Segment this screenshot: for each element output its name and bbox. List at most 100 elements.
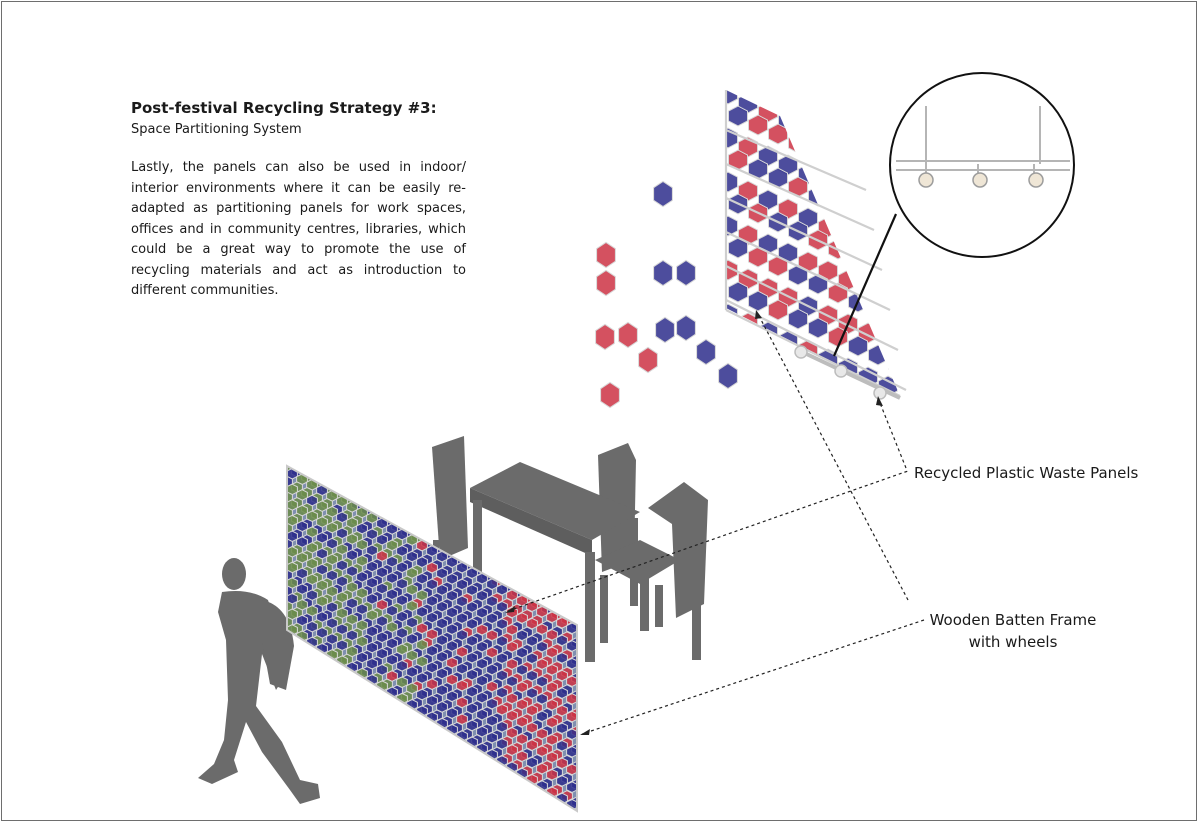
panel-hex bbox=[287, 585, 293, 597]
upper-panel-hex bbox=[726, 259, 738, 281]
upper-panel-hex bbox=[768, 387, 788, 396]
panel-hex bbox=[287, 616, 293, 629]
panel-hex bbox=[556, 687, 568, 699]
panel-hex bbox=[576, 734, 577, 746]
label-recycled-panels: Recycled Plastic Waste Panels bbox=[914, 464, 1139, 482]
panel-hex bbox=[516, 681, 528, 693]
frame-batten bbox=[725, 265, 899, 351]
panel-hex bbox=[576, 681, 577, 693]
panel-hex bbox=[287, 475, 293, 488]
upper-panel-hex bbox=[818, 128, 838, 150]
upper-panel-hex bbox=[748, 334, 768, 356]
upper-panel-hex bbox=[849, 424, 868, 444]
panel-hex bbox=[516, 664, 528, 676]
panel-hex bbox=[287, 553, 293, 566]
loose-hex-pieces bbox=[595, 180, 738, 409]
upper-panel-hex bbox=[768, 343, 788, 365]
upper-panel-hex bbox=[858, 146, 878, 168]
loose-hex bbox=[596, 269, 616, 297]
panel-hex bbox=[287, 466, 293, 472]
leader-arrowheads bbox=[505, 310, 883, 735]
upper-panel-hex bbox=[748, 378, 768, 396]
frame-batten bbox=[725, 309, 901, 397]
panel-hex bbox=[536, 727, 548, 740]
upper-panel-hex bbox=[726, 215, 738, 237]
label-batten-frame-line2: with wheels bbox=[968, 633, 1058, 651]
upper-panel-hex bbox=[858, 190, 878, 212]
panel-hex bbox=[576, 716, 577, 729]
upper-panel-hex bbox=[788, 308, 808, 330]
panel-hex bbox=[526, 756, 538, 769]
upper-panel-hex bbox=[798, 119, 818, 141]
loose-hex bbox=[653, 180, 673, 208]
upper-panel-hex bbox=[818, 392, 838, 396]
panel-hex bbox=[566, 728, 577, 741]
panel-hex bbox=[287, 491, 293, 504]
panel-hex bbox=[546, 628, 558, 641]
panel-hex bbox=[556, 775, 568, 787]
panel-hex bbox=[287, 569, 293, 582]
panel-hex bbox=[526, 635, 538, 647]
upper-panel-hex bbox=[848, 159, 868, 181]
panel-hex bbox=[576, 698, 577, 711]
panel-hex bbox=[287, 538, 293, 550]
loose-hex bbox=[600, 381, 620, 409]
label-batten-frame: Wooden Batten Frame with wheels bbox=[924, 609, 1102, 653]
upper-panel-hex bbox=[838, 225, 858, 247]
upper-panel-hex bbox=[728, 325, 748, 347]
panel-hex bbox=[566, 657, 577, 670]
detail-magnifier bbox=[832, 72, 1075, 357]
upper-panel-hex bbox=[828, 150, 848, 172]
frame-batten bbox=[725, 231, 891, 311]
panel-hex bbox=[546, 663, 558, 676]
upper-panel-hex bbox=[726, 90, 738, 105]
panel-hex bbox=[556, 739, 568, 752]
panel-hex bbox=[526, 617, 538, 630]
upper-panel-hex bbox=[889, 442, 908, 462]
panel-hex bbox=[536, 623, 548, 636]
panel-hex bbox=[546, 716, 558, 729]
upper-panel-hex bbox=[809, 406, 828, 426]
upper-panel-hex bbox=[888, 265, 900, 287]
panel-hex bbox=[566, 710, 577, 723]
upper-panel-hex bbox=[859, 411, 878, 431]
loose-hex bbox=[718, 362, 738, 390]
upper-panel-hex bbox=[838, 137, 858, 159]
upper-panel-hex bbox=[728, 105, 748, 127]
upper-panel-hex bbox=[889, 398, 908, 418]
upper-panel-hex bbox=[808, 317, 828, 339]
panel-hex bbox=[566, 763, 577, 776]
panel-hex bbox=[287, 600, 293, 613]
panel-hex bbox=[576, 769, 577, 782]
upper-panel-hex bbox=[748, 290, 768, 312]
upper-panel-hex bbox=[888, 309, 900, 331]
panel-hex bbox=[546, 733, 558, 746]
description-block: Post-festival Recycling Strategy #3: Spa… bbox=[131, 98, 466, 302]
upper-panel-hex bbox=[829, 415, 848, 435]
panel-hex bbox=[576, 787, 577, 800]
upper-panel-hex bbox=[738, 356, 758, 378]
partition-panel bbox=[286, 464, 578, 813]
panel-hex bbox=[287, 522, 293, 535]
panel-hex bbox=[546, 646, 558, 659]
panel-hex bbox=[556, 704, 568, 717]
panel-hex bbox=[287, 507, 293, 519]
panel-hex bbox=[526, 721, 538, 734]
panel-hex bbox=[566, 640, 577, 652]
panel-hex bbox=[556, 757, 568, 770]
upper-panel-hex bbox=[848, 335, 868, 357]
panel-hex bbox=[576, 663, 577, 676]
loose-hex bbox=[676, 259, 696, 287]
loose-hex bbox=[676, 314, 696, 342]
loose-hex bbox=[696, 338, 716, 366]
upper-panel-hex bbox=[768, 299, 788, 321]
frame-batten bbox=[725, 197, 883, 271]
loose-hex bbox=[595, 323, 615, 351]
upper-panel-hex bbox=[839, 402, 858, 422]
upper-panel-hex bbox=[788, 132, 808, 154]
upper-panel-hex bbox=[726, 171, 738, 193]
panel-hex bbox=[546, 698, 558, 711]
panel-hex bbox=[556, 669, 568, 682]
upper-panel-hex bbox=[868, 168, 888, 190]
